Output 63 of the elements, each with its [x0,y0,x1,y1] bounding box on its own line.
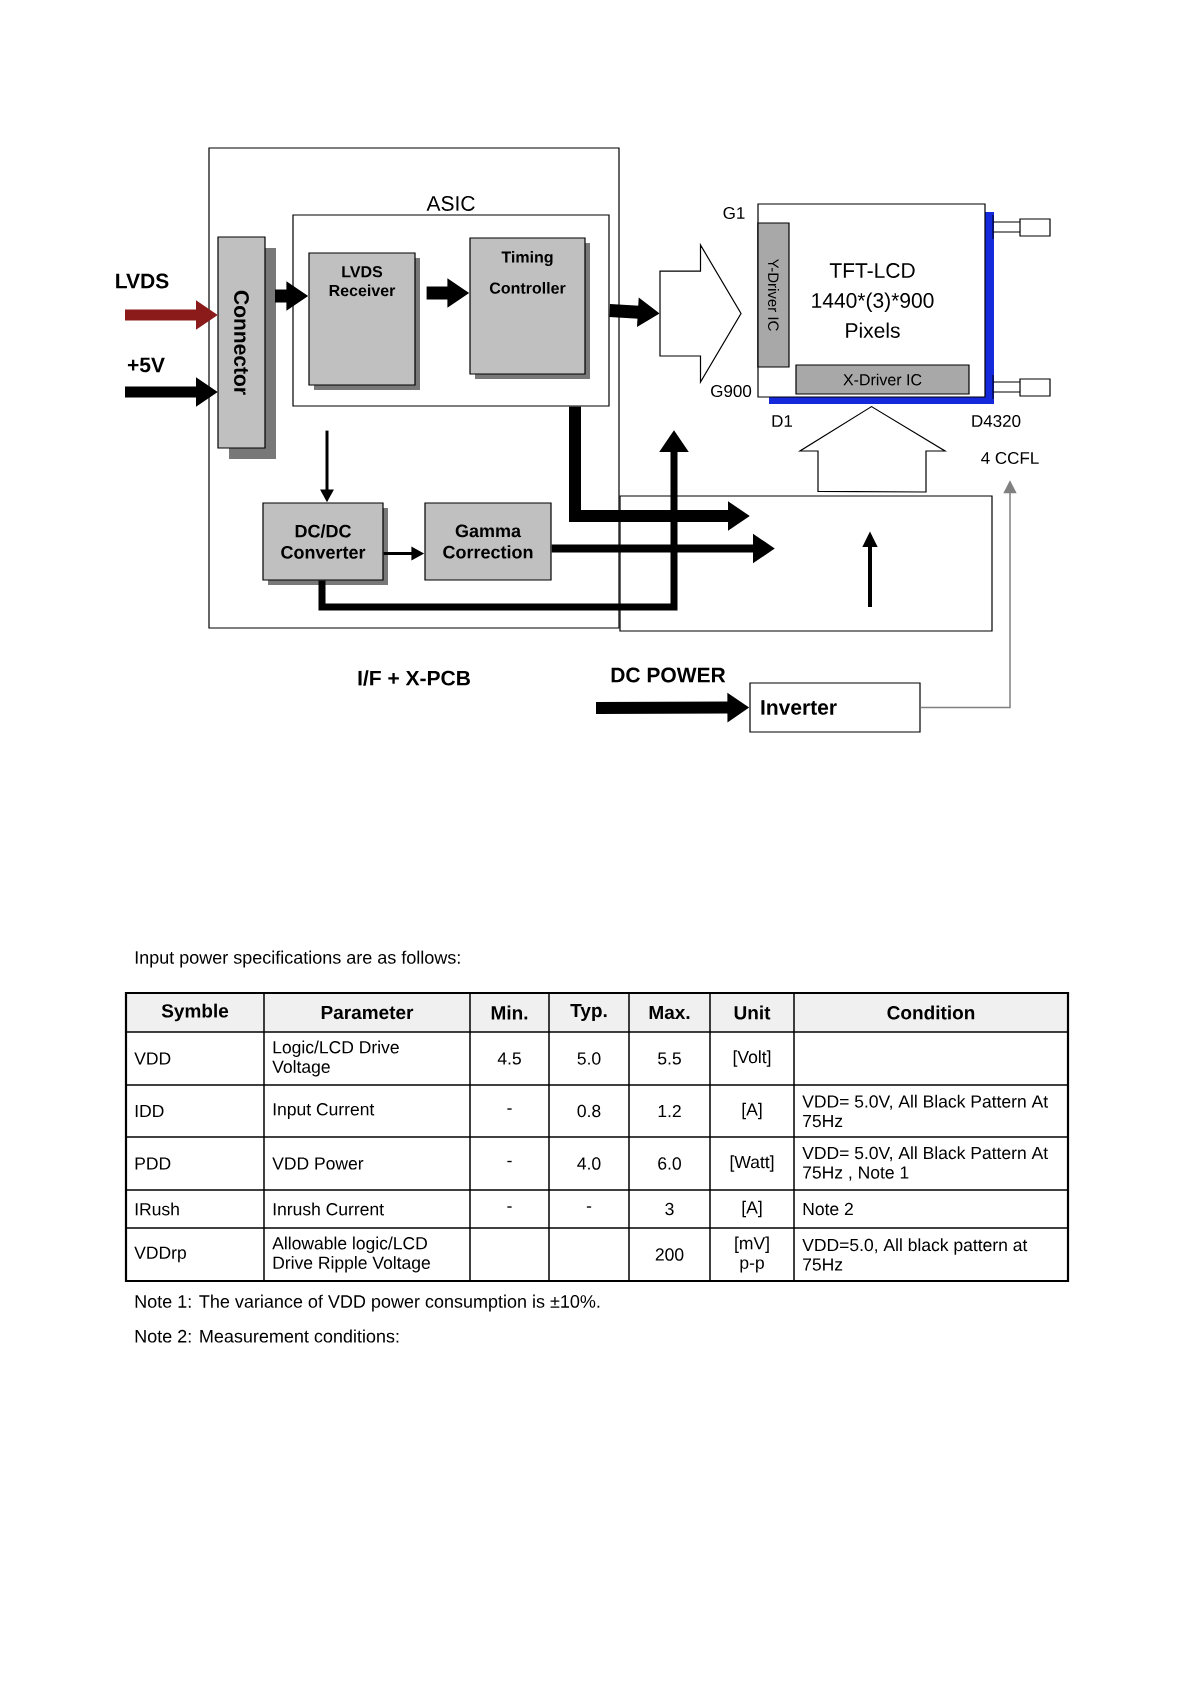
pin-label: G900 [711,385,752,398]
table-entry: PDD [135,1157,171,1170]
table-entry: - [586,1206,592,1208]
table-entry: VDDrp [134,1246,186,1263]
lamp-label: 4 CCFL [981,452,1039,465]
table-entry: Input Current [273,1103,375,1119]
driver-ic: X-Driver IC [795,364,970,395]
column-header: Unit [734,1005,771,1020]
table-entry: IDD [135,1105,164,1118]
column-header: Condition [887,1005,975,1020]
table-entry: IRush [135,1202,179,1216]
table-entry: [Volt] [733,1050,771,1067]
process-box: Gamma Correction [424,502,552,581]
table-entry: VDD= 5.0V, All Black Pattern At 75Hz [802,1094,1048,1128]
driver-ic: Y-Driver IC [757,222,790,368]
table-entry: Allowable logic/LCD Drive Ripple Voltage [272,1236,430,1273]
table-entry: Inrush Current [273,1202,384,1216]
table-entry: 4.0 [577,1157,601,1170]
hollow-arrow [659,242,742,385]
edge-label: DC POWER [611,667,726,683]
pin-label: D4320 [972,415,1021,428]
table-entry: 4.5 [497,1052,521,1065]
column-header: Parameter [321,1005,414,1020]
table-entry: - [507,1206,512,1208]
column-header: Symble [161,1003,229,1022]
pin-label: G1 [723,207,745,220]
node-label: I/F + X-PCB [358,670,470,686]
table-entry: [mV] p-p [735,1236,769,1273]
table-entry: 1.2 [658,1104,681,1118]
table-entry: 3 [665,1202,674,1216]
column-header: Max. [649,1005,690,1020]
table-entry: - [507,1160,512,1163]
note-text: Note 2: Measurement conditions: [135,1329,399,1343]
connector-block: Connector [217,236,276,459]
edge-label: +5V [127,357,165,373]
inverter-box: Inverter [749,682,921,733]
table-entry: 6.0 [658,1157,681,1170]
process-box: DC/DC Converter [262,502,388,585]
process-box: Timing Controller [469,237,590,379]
table-entry: [A] [742,1102,762,1120]
edge-label: LVDS [116,273,169,289]
table-entry: Logic/LCD Drive Voltage [272,1040,399,1077]
column-header: Typ. [570,1004,607,1021]
table-entry: 200 [655,1248,684,1261]
table-entry: VDD=5.0, All black pattern at 75Hz [802,1238,1028,1271]
node-label: ASIC [426,196,475,211]
intro-text: Input power specifications are as follows: [135,950,460,968]
column-header: Min. [491,1005,528,1020]
table-entry: VDD Power [272,1157,364,1170]
board-box [619,495,993,632]
table-entry: [Watt] [730,1155,774,1172]
hollow-arrow [797,405,948,493]
table-entry: 5.0 [577,1052,601,1065]
table-entry: 0.8 [577,1104,601,1118]
table-entry: 5.5 [658,1052,681,1065]
table-entry: VDD [134,1052,171,1065]
table-entry: Note 2 [803,1202,853,1216]
pin-label: D1 [772,415,793,427]
table-entry: [A] [742,1200,762,1218]
table-entry: - [507,1108,512,1110]
note-text: Note 1: The variance of VDD power consumption is ±10%. [135,1294,600,1312]
table-entry: VDD= 5.0V, All Black Pattern At 75Hz , Note 1 [802,1146,1048,1181]
process-box: LVDS Receiver [308,252,420,390]
